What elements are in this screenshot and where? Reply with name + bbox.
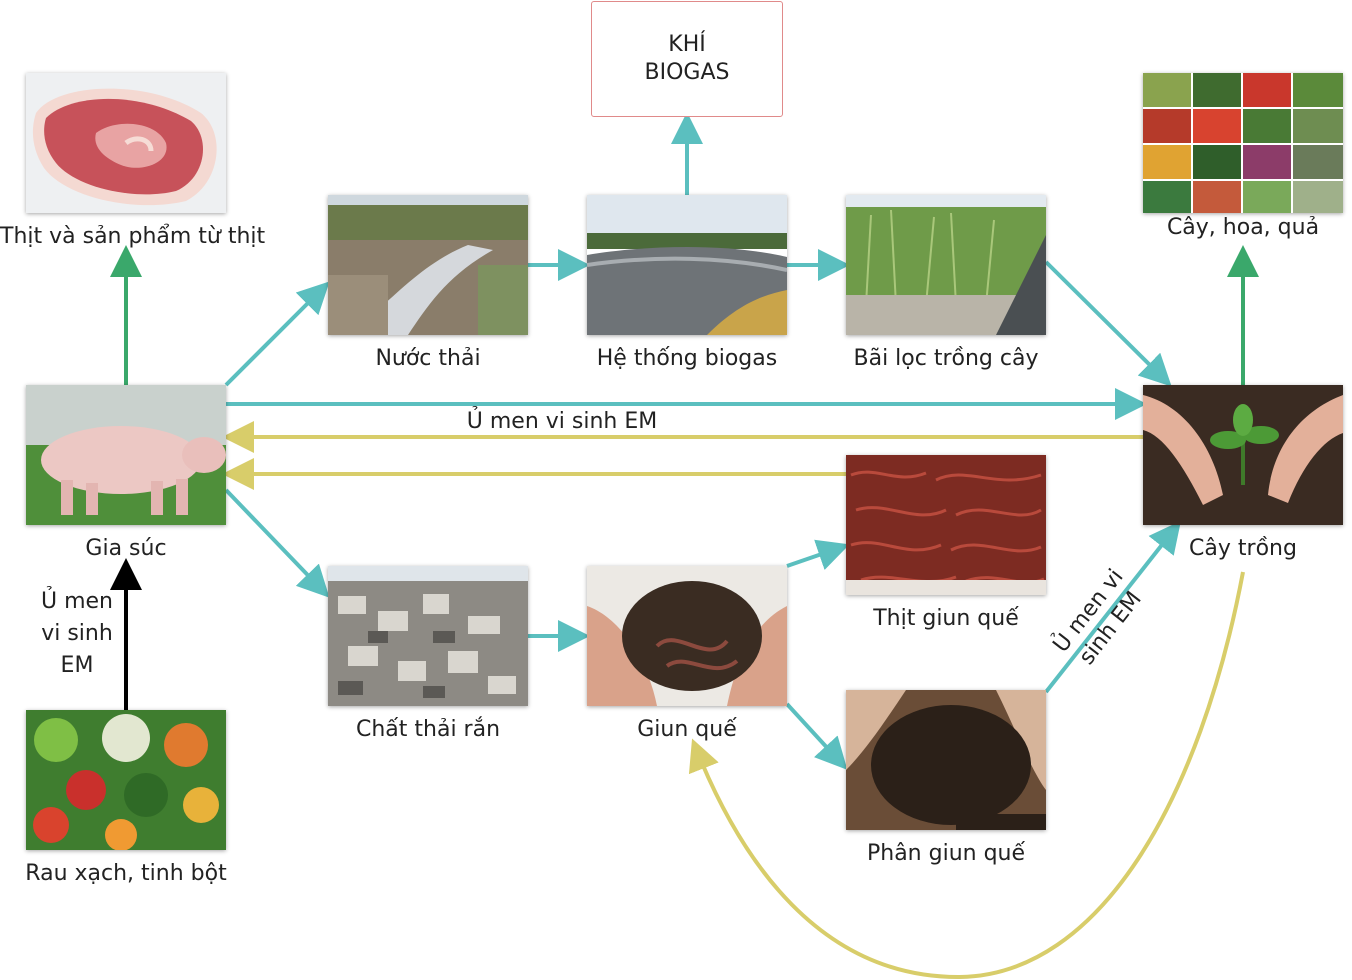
- arrow-earthworm-to-compost: [785, 702, 848, 770]
- meat-image: [26, 73, 226, 213]
- biogas-system-image: [587, 195, 787, 335]
- em-horizontal-label: Ủ men vi sinh EM: [466, 409, 658, 434]
- meat-label: Thịt và sản phẩm từ thịt: [0, 224, 266, 249]
- vegetables-image: [26, 710, 226, 850]
- waste-water-image: [328, 195, 528, 335]
- worm-meat-label: Thịt giun quế: [873, 606, 1019, 631]
- filter-bed-label: Bãi lọc trồng cây: [853, 346, 1039, 371]
- arrow-filter-to-crops: [1044, 260, 1172, 387]
- filter-bed-image: [846, 195, 1046, 335]
- biogas-gas-line2: BIOGAS: [644, 60, 730, 85]
- em-vertical-label: Ủ men vi sinh EM: [22, 586, 132, 682]
- arrow-compost-to-crops: [1044, 520, 1181, 694]
- em-vertical-line3: EM: [60, 653, 94, 678]
- crops-image: [1143, 385, 1343, 525]
- arrow-earthworm-to-wormmeat: [786, 539, 850, 570]
- vegetables-label: Rau xạch, tinh bột: [25, 861, 227, 886]
- biogas-gas-line1: KHÍ: [668, 32, 706, 57]
- worm-compost-image: [846, 690, 1046, 830]
- crops-label: Cây trồng: [1189, 536, 1297, 561]
- biogas-system-label: Hệ thống biogas: [596, 346, 778, 371]
- worm-compost-label: Phân giun quế: [866, 841, 1026, 866]
- arrow-crops-to-earthworm: [688, 571, 1245, 980]
- fruit-flowers-label: Cây, hoa, quả: [1166, 215, 1320, 240]
- earthworm-label: Giun quế: [637, 717, 737, 742]
- solid-waste-image: [328, 566, 528, 706]
- livestock-image: [26, 385, 226, 525]
- livestock-label: Gia súc: [85, 536, 167, 561]
- fruit-flowers-image: [1143, 73, 1343, 213]
- arrow-livestock-to-solidwaste: [224, 488, 330, 598]
- worm-meat-image: [846, 455, 1046, 595]
- solid-waste-label: Chất thải rắn: [355, 717, 501, 742]
- em-vertical-line1: Ủ men: [40, 589, 113, 614]
- biogas-gas-box: KHÍ BIOGAS: [591, 1, 783, 117]
- arrow-livestock-to-wastewater: [224, 281, 330, 387]
- waste-water-label: Nước thải: [375, 346, 481, 371]
- em-vertical-line2: vi sinh: [41, 621, 113, 646]
- earthworm-image: [587, 566, 787, 706]
